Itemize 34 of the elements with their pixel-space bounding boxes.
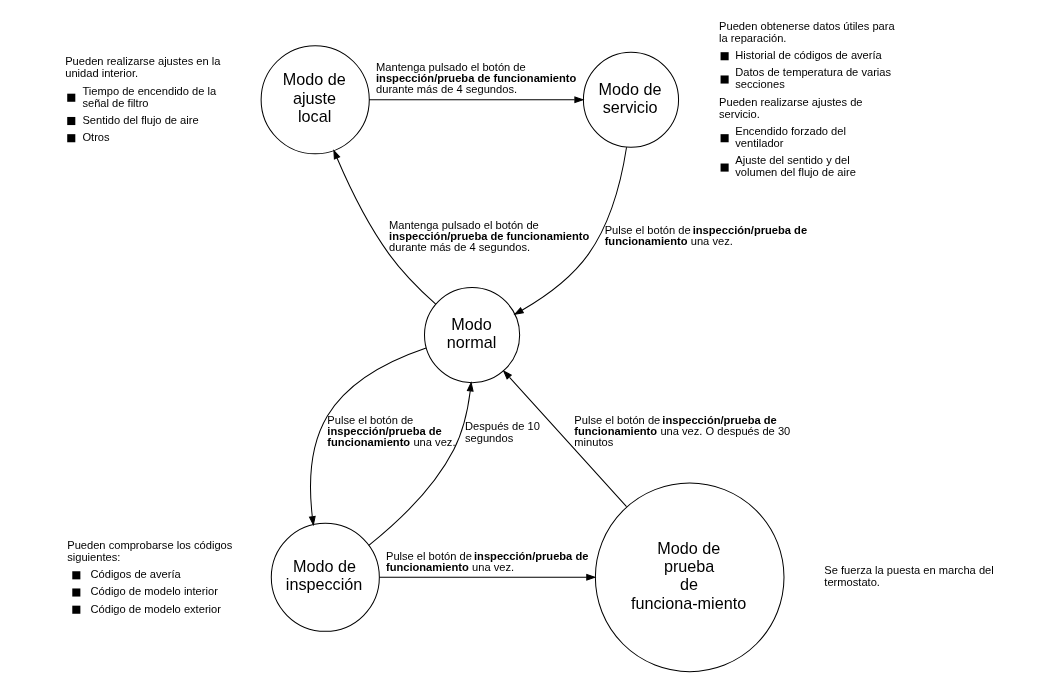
arrow <box>367 381 474 546</box>
node-circle: Modo de ajuste local <box>260 45 370 155</box>
node-label: Pueden realizarse ajustes en la unidad interior. <box>64 55 220 80</box>
edge-label: Pulse el botón de inspección/prueba de funcionamiento una vez. <box>604 224 807 248</box>
node-label: Pueden obtenerse datos útiles para la reparación. <box>718 19 895 44</box>
node-label: Sentido del flujo de aire <box>81 113 199 126</box>
arrow <box>308 347 427 527</box>
node-label: Código de modelo interior <box>90 585 218 598</box>
arrow <box>513 146 627 315</box>
node-label: Encendido forzado del ventilador <box>734 124 846 150</box>
node-label: Tiempo de encendido de la señal de filtro <box>81 84 216 109</box>
edge-label: Pulse el botón de inspección/prueba de funcionamiento una vez. O después de 30 minutos <box>573 413 790 449</box>
node-circle: Modo normal <box>423 287 520 384</box>
edge-label: Mantenga pulsado el botón de inspección/prueba de funcionamiento durante más de 4 segundos. <box>375 61 576 96</box>
node-label: Pueden comprobarse los códigos siguientes: <box>66 538 232 563</box>
node-label: Otros <box>81 131 110 144</box>
node-label: Historial de códigos de avería <box>734 49 882 62</box>
node-label: Pueden realizarse ajustes de servicio. <box>718 95 863 120</box>
edge-label: Después de 10 segundos <box>464 419 540 444</box>
node-circle: Modo de inspección <box>270 522 380 632</box>
node-label: Se fuerza la puesta en marcha del termostato. <box>823 564 994 589</box>
node-label: Ajuste del sentido y del volumen del flujo de aire <box>734 154 856 179</box>
node-label: Datos de temperatura de varias secciones <box>734 66 891 91</box>
arrow <box>368 96 584 104</box>
node-circle: Modo de servicio <box>582 51 679 148</box>
edge-label: Pulse el botón de inspección/prueba de funcionamiento una vez. <box>326 413 455 449</box>
arrow <box>378 573 596 581</box>
arrow <box>332 149 436 305</box>
arrow <box>502 369 627 508</box>
edge-label: Mantenga pulsado el botón de inspección/prueba de funcionamiento durante más de 4 segundos. <box>388 218 589 253</box>
node-label: Códigos de avería <box>90 568 181 581</box>
edge-label: Pulse el botón de inspección/prueba de funcionamiento una vez. <box>385 549 588 574</box>
node-label: Código de modelo exterior <box>90 602 221 615</box>
node-circle: Modo de prueba de funciona-miento <box>594 482 784 673</box>
